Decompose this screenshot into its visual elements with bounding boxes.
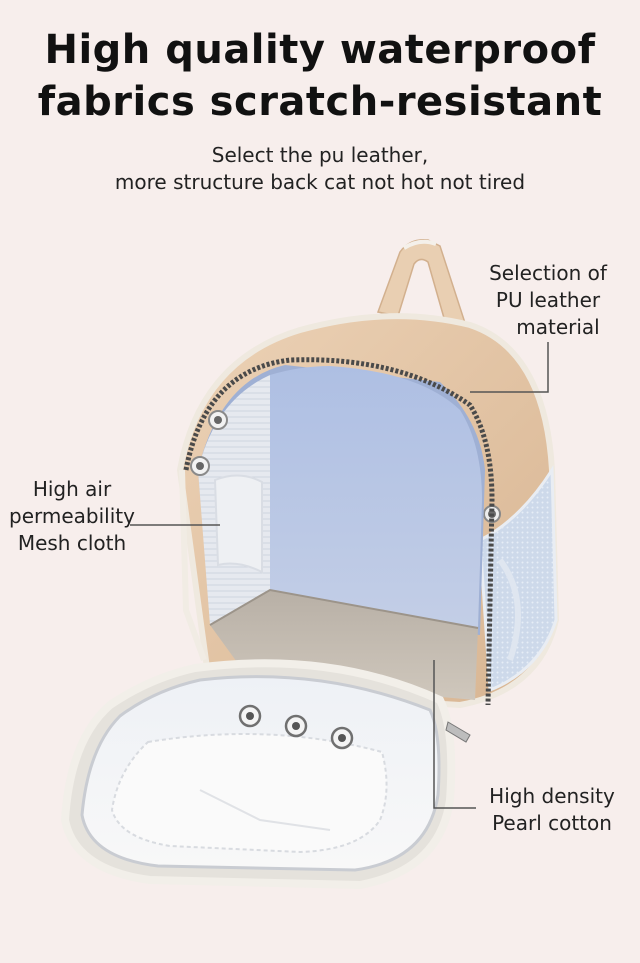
callout-mesh-line-1: High air bbox=[32, 477, 112, 501]
front-lid bbox=[60, 659, 471, 890]
pearl-cotton-leader bbox=[433, 660, 476, 809]
front-air-vents bbox=[190, 410, 228, 476]
callout-pu-leather-line-1: Selection of bbox=[489, 261, 607, 285]
headline-line-1: High quality waterproof bbox=[44, 27, 596, 73]
callout-pearl-cotton-line-1: High density bbox=[489, 784, 615, 808]
callout-pearl-cotton: High density Pearl cotton bbox=[478, 783, 626, 837]
callout-mesh-line-3: Mesh cloth bbox=[17, 531, 127, 555]
callout-mesh-line-2: permeability bbox=[9, 504, 135, 528]
carrier-interior bbox=[179, 357, 495, 706]
callout-leader-lines bbox=[130, 342, 549, 809]
callout-pu-leather: Selection of PU leather material bbox=[478, 260, 618, 341]
subheadline-line-1: Select the pu leather, bbox=[211, 143, 429, 167]
callout-pu-leather-line-2: PU leather bbox=[495, 288, 601, 312]
page-headline: High quality waterproof fabrics scratch-… bbox=[0, 24, 640, 128]
subheadline-line-2: more structure back cat not hot not tire… bbox=[114, 170, 526, 194]
callout-pearl-cotton-line-2: Pearl cotton bbox=[492, 811, 612, 835]
callout-mesh-cloth: High air permeability Mesh cloth bbox=[2, 476, 142, 557]
callout-pu-leather-line-3: material bbox=[516, 315, 600, 339]
headline-line-2: fabrics scratch-resistant bbox=[37, 79, 603, 125]
page-subheadline: Select the pu leather, more structure ba… bbox=[0, 142, 640, 196]
pu-leather-leader bbox=[470, 342, 549, 393]
